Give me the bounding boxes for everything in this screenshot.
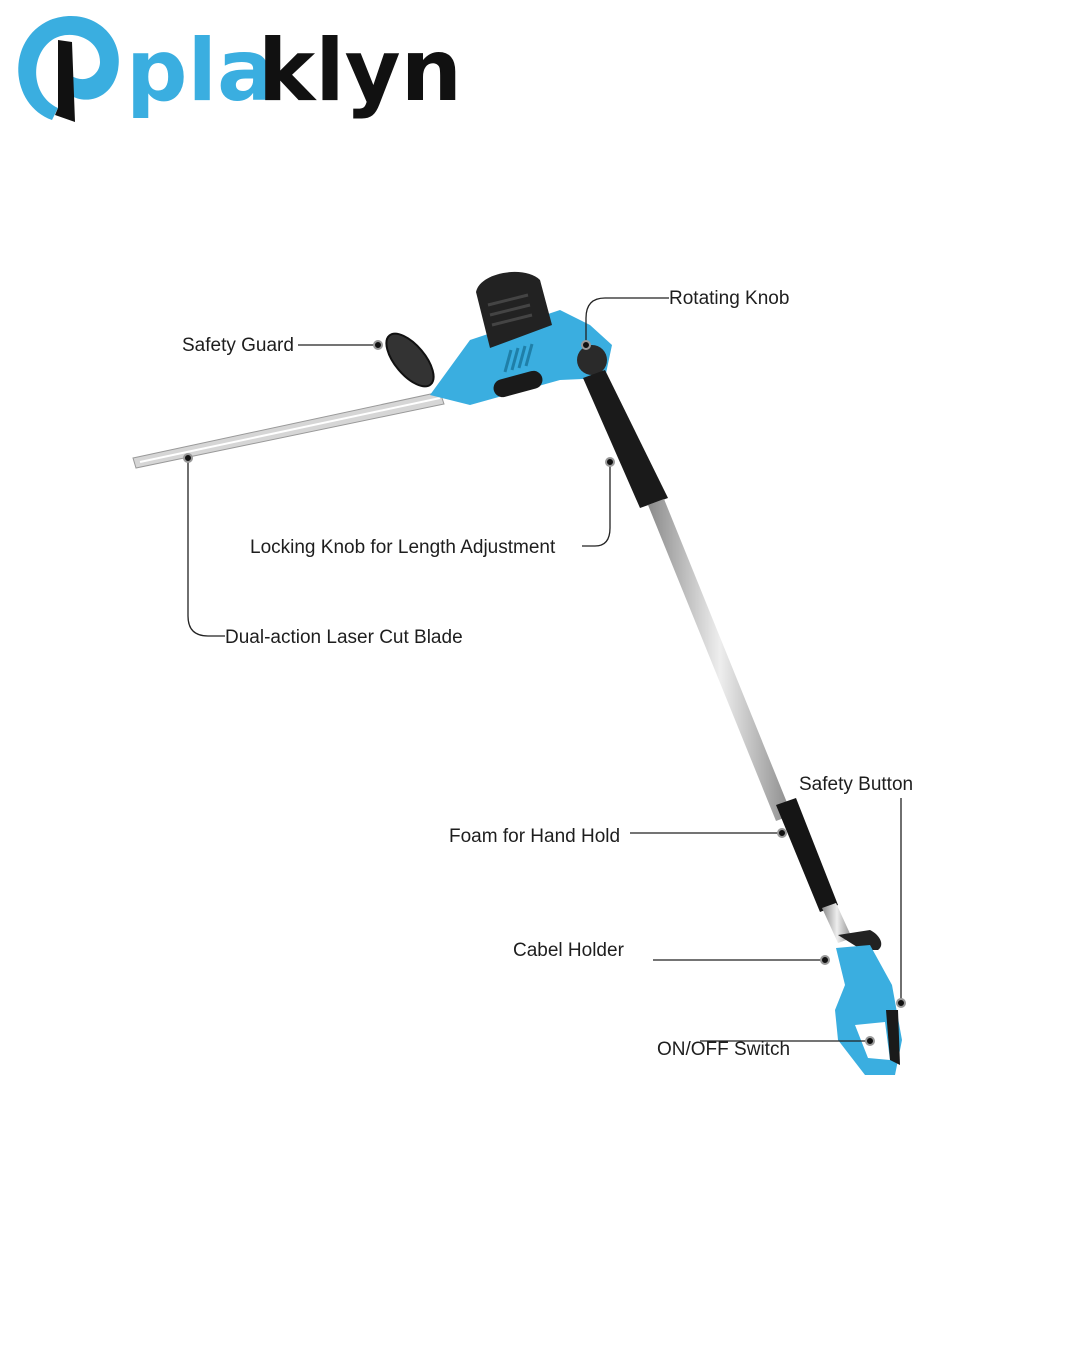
logo-text-black: klyn xyxy=(258,21,462,121)
logo-p-icon xyxy=(18,16,119,121)
label-cable-holder: Cabel Holder xyxy=(513,940,625,961)
logo-p-stem xyxy=(55,40,75,122)
label-rotating-knob: Rotating Knob xyxy=(669,288,789,309)
callout-rotating-knob: Rotating Knob xyxy=(581,288,789,350)
label-blade: Dual-action Laser Cut Blade xyxy=(225,627,463,648)
callout-switch: ON/OFF Switch xyxy=(657,1036,875,1060)
callout-foam: Foam for Hand Hold xyxy=(449,826,787,847)
brand-logo: pla klyn xyxy=(18,16,462,122)
label-safety-guard: Safety Guard xyxy=(182,335,294,356)
label-foam: Foam for Hand Hold xyxy=(449,826,620,847)
label-locking-knob: Locking Knob for Length Adjustment xyxy=(250,537,556,558)
logo-text-blue: pla xyxy=(126,21,275,121)
label-safety-button: Safety Button xyxy=(799,774,913,795)
callout-safety-button: Safety Button xyxy=(799,774,913,1008)
callout-locking-knob: Locking Knob for Length Adjustment xyxy=(250,457,615,558)
callout-safety-guard: Safety Guard xyxy=(182,335,383,356)
hedge-trimmer-image xyxy=(132,271,902,1075)
label-switch: ON/OFF Switch xyxy=(657,1039,790,1060)
callout-blade: Dual-action Laser Cut Blade xyxy=(183,453,463,648)
callout-cable-holder: Cabel Holder xyxy=(513,940,830,965)
